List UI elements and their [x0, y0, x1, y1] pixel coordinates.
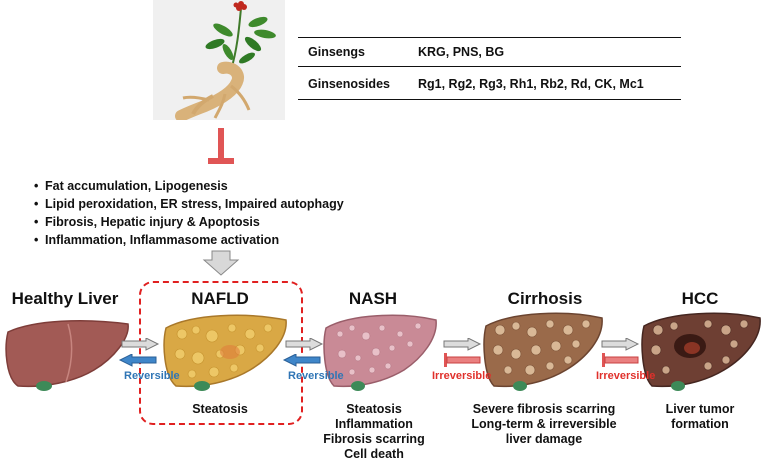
reverse-arrow-icon [282, 354, 321, 367]
forward-arrow-icon [285, 338, 324, 351]
forward-arrow-icon [601, 338, 640, 351]
table-row-label: Ginsengs [308, 45, 365, 59]
effects-list: •Fat accumulation, Lipogenesis •Lipid pe… [34, 177, 344, 249]
ginseng-table: Ginsengs KRG, PNS, BG Ginsenosides Rg1, … [298, 37, 681, 101]
stage-title-hcc: HCC [681, 289, 719, 308]
reverse-arrow-icon [118, 354, 157, 367]
stage-title-cirrhosis: Cirrhosis [507, 289, 583, 308]
transition-label: Reversible [288, 370, 344, 382]
stage-title-nafld: NAFLD [191, 289, 249, 308]
forward-arrow-icon [121, 338, 160, 351]
hcc-liver-image [641, 312, 761, 391]
nafld-liver-image [163, 314, 287, 391]
list-item: •Fibrosis, Hepatic injury & Apoptosis [34, 215, 260, 229]
inhibit-arrow-icon [444, 353, 481, 367]
table-mid-rule [298, 66, 681, 67]
healthy-liver-image [5, 319, 129, 391]
inhibition-icon [208, 128, 234, 164]
cirrhosis-liver-image [483, 312, 603, 391]
transition-label: Reversible [124, 370, 180, 382]
table-bottom-rule [298, 99, 681, 100]
stage-desc-nash: Steatosis Inflammation Fibrosis scarring… [323, 402, 425, 461]
nafld-highlight-box [139, 281, 303, 425]
nash-liver-image [323, 314, 437, 391]
table-top-rule [298, 37, 681, 38]
transition-label: Irreversible [596, 370, 656, 382]
stage-desc-hcc: Liver tumor formation [665, 402, 735, 431]
list-item: •Inflammation, Inflammasome activation [34, 233, 280, 247]
stage-desc-nafld: Steatosis [192, 402, 248, 416]
table-row-label: Ginsenosides [308, 77, 390, 91]
table-row-value: KRG, PNS, BG [418, 45, 505, 59]
stage-title-healthy-liver: Healthy Liver [11, 289, 119, 308]
ginseng-plant-icon [175, 1, 276, 122]
down-arrow-icon [202, 250, 240, 276]
table-row-value: Rg1, Rg2, Rg3, Rh1, Rb2, Rd, CK, Mc1 [418, 77, 644, 91]
stage-title-nash: NASH [348, 289, 398, 308]
forward-arrow-icon [443, 338, 482, 351]
stage-desc-cirrhosis: Severe fibrosis scarring Long-term & irr… [471, 402, 617, 446]
transition-label: Irreversible [432, 370, 492, 382]
list-item: •Fat accumulation, Lipogenesis [34, 179, 228, 193]
list-item: •Lipid peroxidation, ER stress, Impaired… [34, 197, 344, 211]
inhibit-arrow-icon [602, 353, 639, 367]
ginseng-image [153, 0, 285, 122]
